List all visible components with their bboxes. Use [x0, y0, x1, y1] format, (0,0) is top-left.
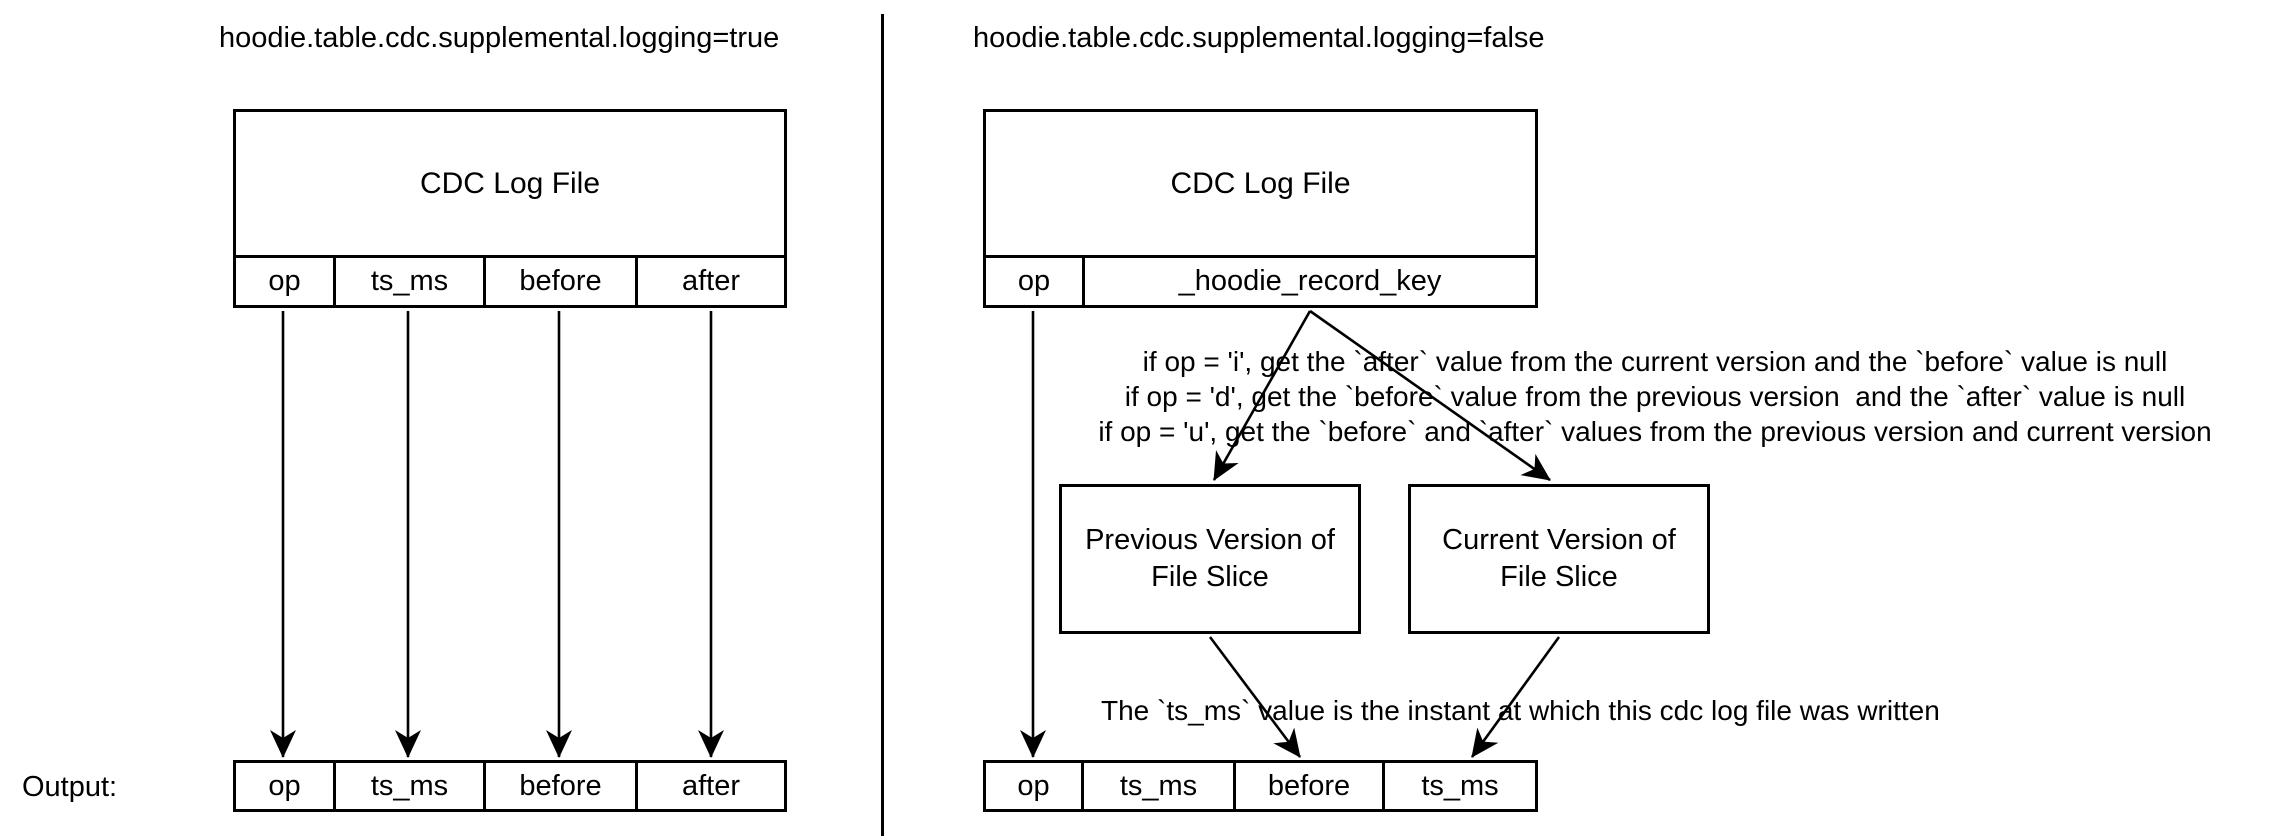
ts-ms-note: The `ts_ms` value is the instant at whic… — [1101, 695, 1940, 726]
rule-insert: if op = 'i', get the `after` value from … — [1142, 346, 2168, 377]
right-out-ts-ms-2: ts_ms — [1382, 763, 1535, 809]
left-cdc-log-file-box: CDC Log File op ts_ms before after — [233, 109, 787, 308]
panel-divider-line — [881, 14, 884, 836]
rule-update: if op = 'u', get the `before` and `after… — [1098, 416, 2212, 447]
left-out-before: before — [483, 763, 635, 809]
right-col-hoodie-record-key: _hoodie_record_key — [1082, 258, 1535, 305]
right-panel-title: hoodie.table.cdc.supplemental.logging=fa… — [973, 22, 1545, 54]
right-cdc-log-file-box: CDC Log File op _hoodie_record_key — [983, 109, 1538, 308]
left-col-ts-ms: ts_ms — [333, 258, 483, 305]
previous-file-slice-box: Previous Version of File Slice — [1059, 484, 1361, 634]
left-output-row: op ts_ms before after — [233, 760, 787, 812]
rule-delete: if op = 'd', get the `before` value from… — [1124, 381, 2186, 412]
current-file-slice-box: Current Version of File Slice — [1408, 484, 1710, 634]
op-rules-text: if op = 'i', get the `after` value from … — [1030, 344, 2278, 449]
left-cdc-box-title: CDC Log File — [419, 166, 601, 200]
right-cdc-box-columns: op _hoodie_record_key — [986, 255, 1535, 305]
right-cdc-box-title: CDC Log File — [1170, 166, 1351, 200]
right-out-op: op — [1017, 769, 1050, 802]
left-col-before: before — [483, 258, 635, 305]
left-out-after: after — [635, 763, 784, 809]
right-col-op: op — [1017, 265, 1051, 297]
right-out-before: before — [1233, 763, 1382, 809]
right-output-row: op ts_ms before ts_ms — [983, 760, 1538, 812]
left-panel-title: hoodie.table.cdc.supplemental.logging=tr… — [219, 22, 780, 54]
right-out-ts-ms: ts_ms — [1081, 763, 1233, 809]
left-out-op: op — [268, 769, 301, 802]
left-col-after: after — [635, 258, 784, 305]
output-label: Output: — [22, 771, 118, 803]
left-out-ts-ms: ts_ms — [333, 763, 483, 809]
left-col-op: op — [268, 265, 301, 297]
left-cdc-box-columns: op ts_ms before after — [236, 255, 784, 305]
